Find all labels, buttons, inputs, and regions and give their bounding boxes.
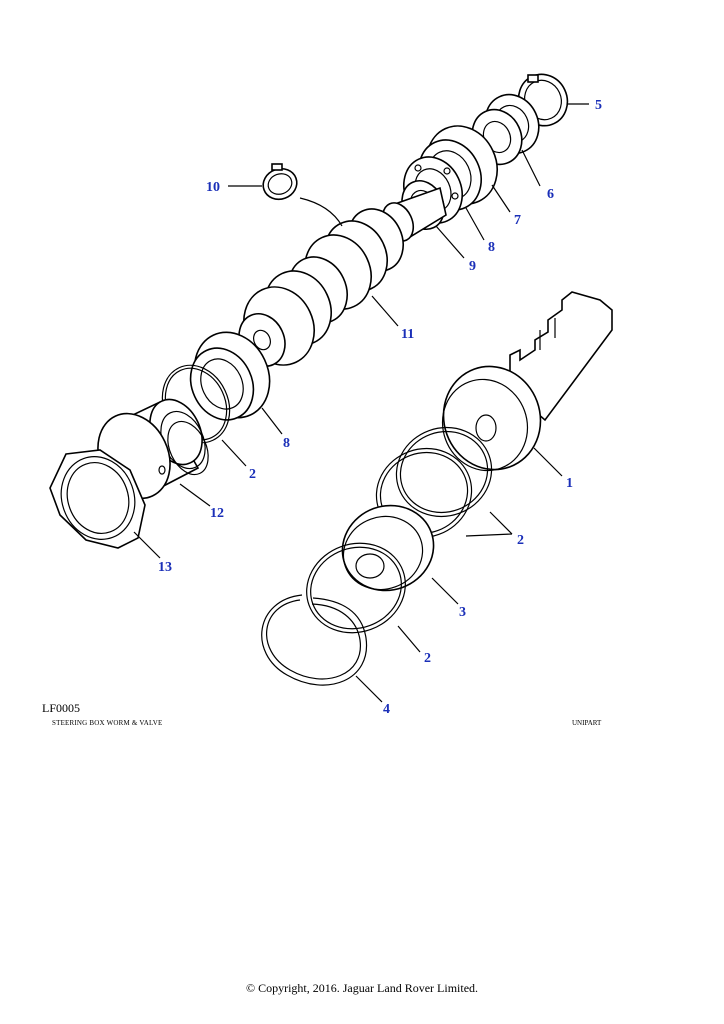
callout-10: 10 bbox=[206, 180, 220, 195]
callout-11: 11 bbox=[401, 327, 414, 342]
callout-4: 4 bbox=[383, 702, 390, 717]
callout-2-left: 2 bbox=[249, 467, 256, 482]
part-10-small-circlip bbox=[262, 163, 298, 201]
callout-3: 3 bbox=[459, 605, 466, 620]
callout-2-lower: 2 bbox=[424, 651, 431, 666]
diagram-title: STEERING BOX WORM & VALVE bbox=[52, 719, 163, 727]
callout-7: 7 bbox=[514, 213, 521, 228]
callout-5: 5 bbox=[595, 98, 602, 113]
callout-8-lower: 8 bbox=[283, 436, 290, 451]
copyright-notice: © Copyright, 2016. Jaguar Land Rover Lim… bbox=[245, 981, 479, 995]
callout-9: 9 bbox=[469, 259, 476, 274]
part-1-housing bbox=[441, 291, 613, 472]
part-13-locknut bbox=[49, 449, 146, 549]
brand-label: UNIPART bbox=[572, 719, 602, 727]
callout-1: 1 bbox=[566, 476, 573, 491]
callout-labels: 1 2 2 2 3 4 5 6 7 8 8 9 10 11 12 13 bbox=[158, 98, 602, 717]
callout-2-right: 2 bbox=[517, 533, 524, 548]
callout-8-upper: 8 bbox=[488, 240, 495, 255]
callout-13: 13 bbox=[158, 560, 172, 575]
part-3-cap bbox=[341, 504, 435, 592]
part-4-retaining-ring bbox=[261, 594, 368, 686]
callout-6: 6 bbox=[547, 187, 554, 202]
leader-lines bbox=[133, 103, 589, 703]
callout-12: 12 bbox=[210, 506, 224, 521]
part-11-worm-valve-shaft bbox=[238, 186, 447, 367]
reference-code: LF0005 bbox=[42, 701, 81, 715]
